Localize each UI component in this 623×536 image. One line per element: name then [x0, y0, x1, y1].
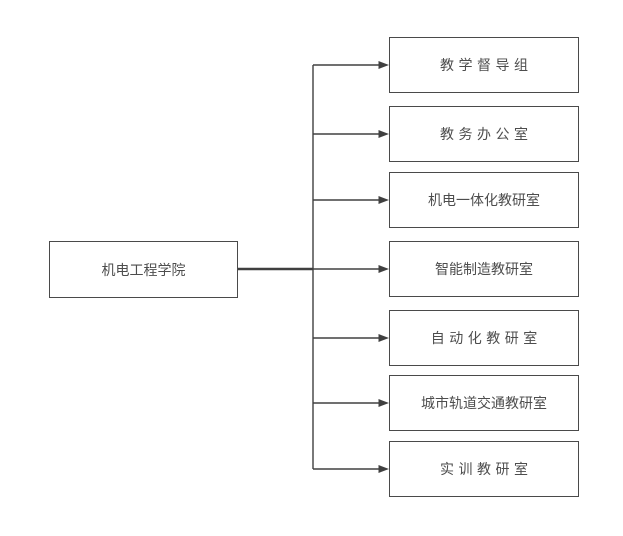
arrowhead-icon	[378, 265, 389, 273]
org-node-practical-training-teaching-office: 实训教研室	[389, 441, 579, 497]
arrowhead-icon	[378, 196, 389, 204]
arrowhead-icon	[378, 334, 389, 342]
arrowhead-icon	[378, 61, 389, 69]
org-node-academic-affairs-office: 教务办公室	[389, 106, 579, 162]
org-node-automation-teaching-office: 自动化教研室	[389, 310, 579, 366]
org-node-label: 机电工程学院	[101, 261, 186, 278]
connector-branch	[313, 465, 389, 473]
arrowhead-icon	[378, 399, 389, 407]
org-node-label: 教学督导组	[440, 57, 533, 73]
connector-branch	[313, 265, 389, 273]
org-node-label: 教务办公室	[440, 126, 533, 142]
org-node-mechatronics-teaching-office: 机电一体化教研室	[389, 172, 579, 228]
org-node-root: 机电工程学院	[49, 241, 238, 298]
connector-branch	[313, 334, 389, 342]
org-node-intelligent-manufacturing-teaching-office: 智能制造教研室	[389, 241, 579, 297]
arrowhead-icon	[378, 130, 389, 138]
connector-branch	[313, 61, 389, 69]
org-node-label: 智能制造教研室	[435, 261, 533, 277]
org-node-label: 自动化教研室	[430, 330, 542, 346]
org-node-urban-rail-transit-teaching-office: 城市轨道交通教研室	[389, 375, 579, 431]
org-node-teaching-supervision-group: 教学督导组	[389, 37, 579, 93]
org-node-label: 城市轨道交通教研室	[421, 395, 547, 411]
connector-branch	[313, 399, 389, 407]
arrowhead-icon	[378, 465, 389, 473]
connector-branch	[313, 196, 389, 204]
org-node-label: 机电一体化教研室	[428, 192, 540, 208]
org-node-label: 实训教研室	[440, 461, 533, 477]
connector-branch	[313, 130, 389, 138]
